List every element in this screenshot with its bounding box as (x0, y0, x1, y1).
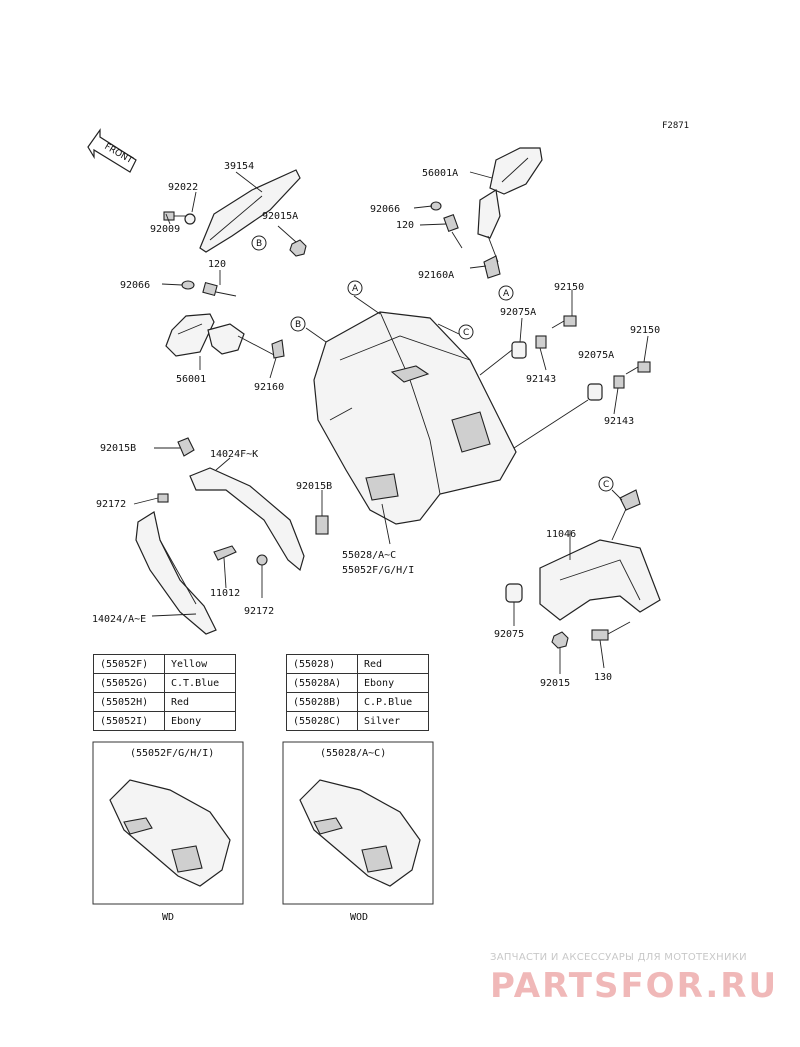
label-92143-b: 92143 (604, 416, 634, 427)
part-labels: 39154 92022 92015A 92009 92066 120 56001… (92, 161, 660, 689)
label-120-right: 120 (396, 220, 414, 231)
figure-code: F2871 (662, 121, 690, 131)
label-11046: 11046 (546, 529, 576, 540)
table-row: (55052H)Red (93, 692, 236, 712)
label-92009: 92009 (150, 224, 180, 235)
inset-right-title: (55028/A~C) (320, 748, 386, 759)
label-55052F-G-H-I: 55052F/G/H/I (342, 565, 414, 576)
clip-11012 (213, 545, 237, 561)
label-92150-a: 92150 (554, 282, 584, 293)
table-row: (55052F)Yellow (93, 654, 236, 674)
bolt-130 (591, 621, 631, 641)
label-120-left: 120 (208, 259, 226, 270)
ref-circle-a2: A (498, 285, 514, 301)
label-11012: 11012 (210, 588, 240, 599)
leader-lines (133, 171, 649, 674)
table-row: (55028)Red (286, 654, 429, 674)
label-92172-a: 92172 (96, 499, 126, 510)
cover-39154 (199, 169, 301, 253)
grommet-92075A-b (587, 383, 603, 401)
collar-92143-a (535, 335, 547, 349)
inset-left-caption: WD (162, 912, 174, 923)
color-table-right: (55028)Red (55028A)Ebony (55028B)C.P.Blu… (286, 654, 429, 731)
label-92015A-top: 92015A (262, 211, 298, 222)
label-92075: 92075 (494, 629, 524, 640)
nut-92015B-mid (315, 515, 329, 535)
ref-circle-b1: B (251, 235, 267, 251)
label-14024F-K: 14024F~K (210, 449, 258, 460)
mirror-56001 (165, 313, 277, 357)
bracket-92160A (483, 255, 501, 279)
table-row: (55028B)C.P.Blue (286, 692, 429, 712)
label-92066-left: 92066 (120, 280, 150, 291)
svg-text:B: B (256, 239, 262, 249)
label-92075A-a: 92075A (500, 307, 536, 318)
bolt-92009 (163, 211, 186, 221)
label-92015: 92015 (540, 678, 570, 689)
label-92066-right: 92066 (370, 204, 400, 215)
ref-circle-b2: B (290, 316, 306, 332)
inset-left-title: (55052F/G/H/I) (130, 748, 214, 759)
label-130: 130 (594, 672, 612, 683)
watermark-logo: PARTSFOR.RU (490, 966, 779, 1006)
table-row: (55028A)Ebony (286, 673, 429, 693)
screw-92172-b (256, 554, 268, 574)
bolt-120-left (202, 281, 237, 297)
table-row: (55052G)C.T.Blue (93, 673, 236, 693)
inset-right: (55028/A~C) WOD (282, 741, 434, 923)
inset-left: (55052F/G/H/I) WD (92, 741, 244, 923)
ref-circle-c2: C (598, 476, 614, 492)
cap-92066-right (430, 201, 442, 211)
grommet-92075A-a (511, 341, 527, 359)
label-92150-b: 92150 (630, 325, 660, 336)
bolt-92150-b (625, 361, 651, 375)
table-row: (55028C)Silver (286, 711, 429, 731)
inset-right-caption: WOD (350, 912, 368, 923)
label-92022: 92022 (168, 182, 198, 193)
svg-text:B: B (295, 320, 301, 330)
ref-circle-c1: C (458, 324, 474, 340)
label-55028-A-C: 55028/A~C (342, 550, 396, 561)
inner-panel-14024F-K (189, 467, 305, 572)
label-56001A: 56001A (422, 168, 458, 179)
clip-92172-a (157, 493, 169, 503)
table-row: (55052I)Ebony (93, 711, 236, 731)
mirror-56001A (477, 147, 543, 263)
label-92015B-mid: 92015B (296, 481, 332, 492)
svg-text:C: C (463, 328, 469, 338)
svg-text:A: A (503, 289, 510, 299)
stay-11046 (539, 489, 661, 621)
label-56001: 56001 (176, 374, 206, 385)
label-39154: 39154 (224, 161, 254, 172)
nut-92015 (551, 631, 569, 649)
color-table-left: (55052F)Yellow (55052G)C.T.Blue (55052H)… (93, 654, 236, 731)
nut-92015B-left (177, 437, 195, 457)
bolt-92150-a (551, 315, 577, 329)
bracket-92160 (271, 339, 285, 359)
upper-cowl-55028 (313, 311, 517, 525)
front-arrow-icon: FRONT (87, 128, 137, 173)
label-14024-A-E: 14024/A~E (92, 614, 146, 625)
washer-92022 (184, 213, 196, 225)
svg-text:C: C (603, 480, 609, 490)
label-92015B-left: 92015B (100, 443, 136, 454)
label-92143-a: 92143 (526, 374, 556, 385)
bolt-120-right (443, 214, 463, 249)
lower-panel-14024-A-E (135, 511, 217, 635)
cap-92066-left (181, 280, 195, 290)
grommet-92075 (505, 583, 523, 603)
label-92075A-b: 92075A (578, 350, 614, 361)
label-92160: 92160 (254, 382, 284, 393)
collar-92143-b (613, 375, 625, 389)
label-92160A: 92160A (418, 270, 454, 281)
label-92172-b: 92172 (244, 606, 274, 617)
svg-text:A: A (352, 284, 359, 294)
ref-circle-a1: A (347, 280, 363, 296)
nut-92015A-top (289, 239, 307, 257)
watermark-tagline: ЗАПЧАСТИ И АКСЕССУАРЫ ДЛЯ МОТОТЕХНИКИ (490, 952, 747, 963)
